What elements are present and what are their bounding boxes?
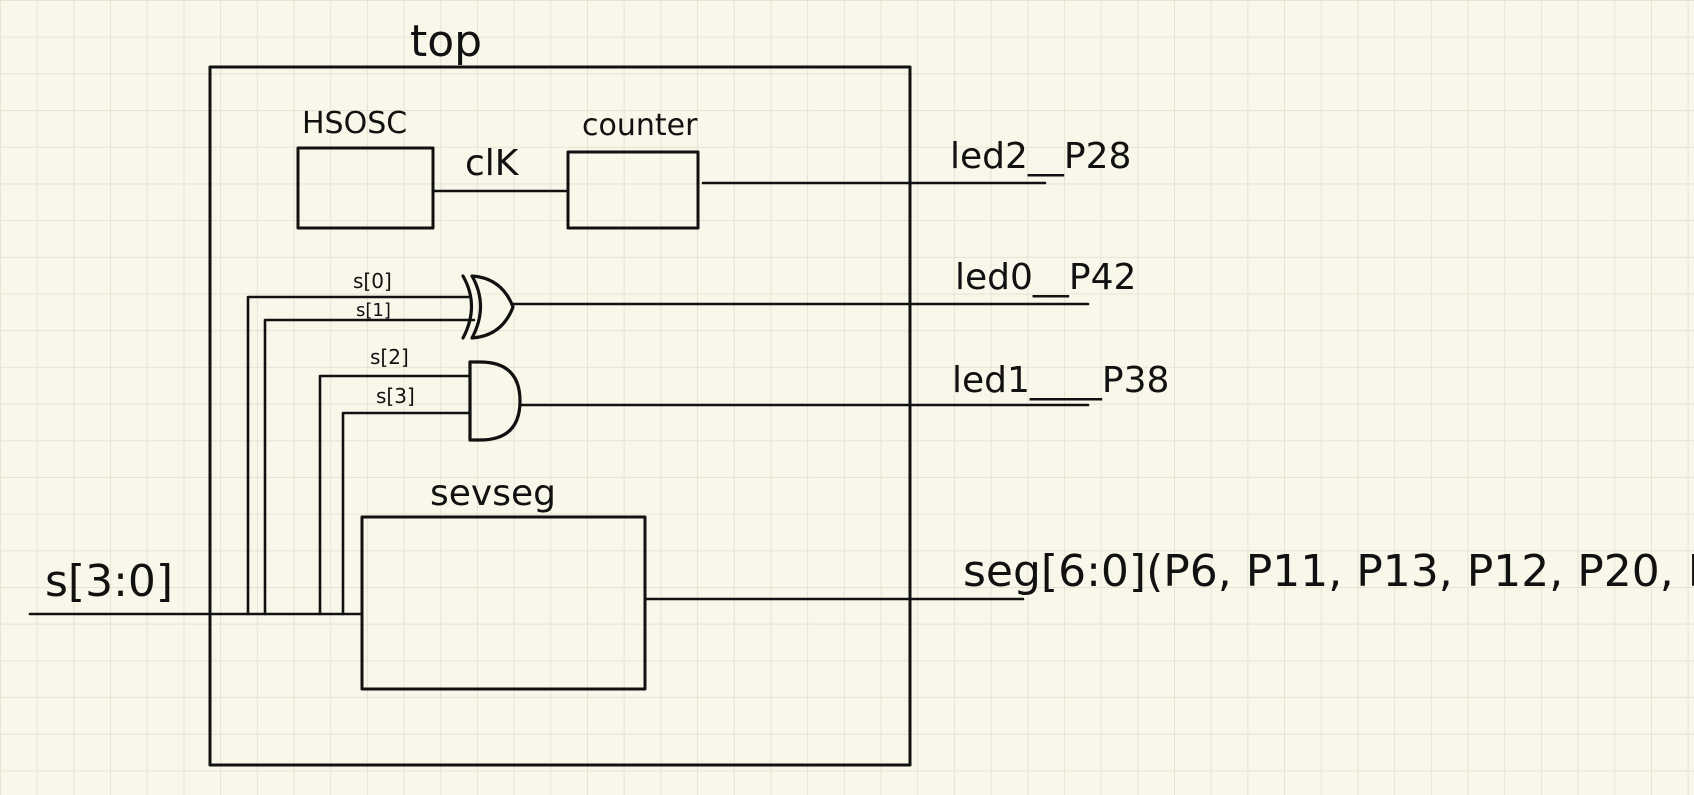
s2-label: s[2] — [370, 345, 409, 369]
sevseg-block — [360, 515, 647, 691]
top-module-box — [208, 65, 912, 767]
s3-label: s[3] — [376, 384, 415, 408]
counter-label: counter — [582, 108, 698, 143]
counter-block — [566, 150, 700, 230]
led0-pin-label: led0__P42 — [955, 257, 1136, 298]
hsosc-label: HSOSC — [302, 106, 407, 141]
led2-pin-label: led2__P28 — [950, 136, 1131, 177]
s0-label: s[0] — [353, 269, 392, 293]
led1-pin-label: led1____P38 — [952, 360, 1169, 401]
switch-input-label: s[3:0] — [45, 556, 173, 607]
clk-label: clK — [465, 143, 520, 184]
and-gate — [468, 360, 522, 442]
seg-pin-label: seg[6:0](P6, P11, P13, P12, P20, P4, P19… — [963, 546, 1694, 597]
sevseg-label: sevseg — [430, 473, 556, 514]
xor-gate — [470, 274, 515, 340]
s2-branch-wire — [318, 374, 472, 616]
s1-branch-wire — [263, 318, 476, 616]
hsosc-block — [296, 146, 435, 230]
s0-branch-wire — [246, 295, 470, 616]
xor-gate-back-arc — [461, 274, 473, 340]
s1-label: s[1] — [356, 300, 391, 321]
top-module-label: top — [410, 16, 482, 67]
s3-branch-wire — [341, 411, 472, 616]
